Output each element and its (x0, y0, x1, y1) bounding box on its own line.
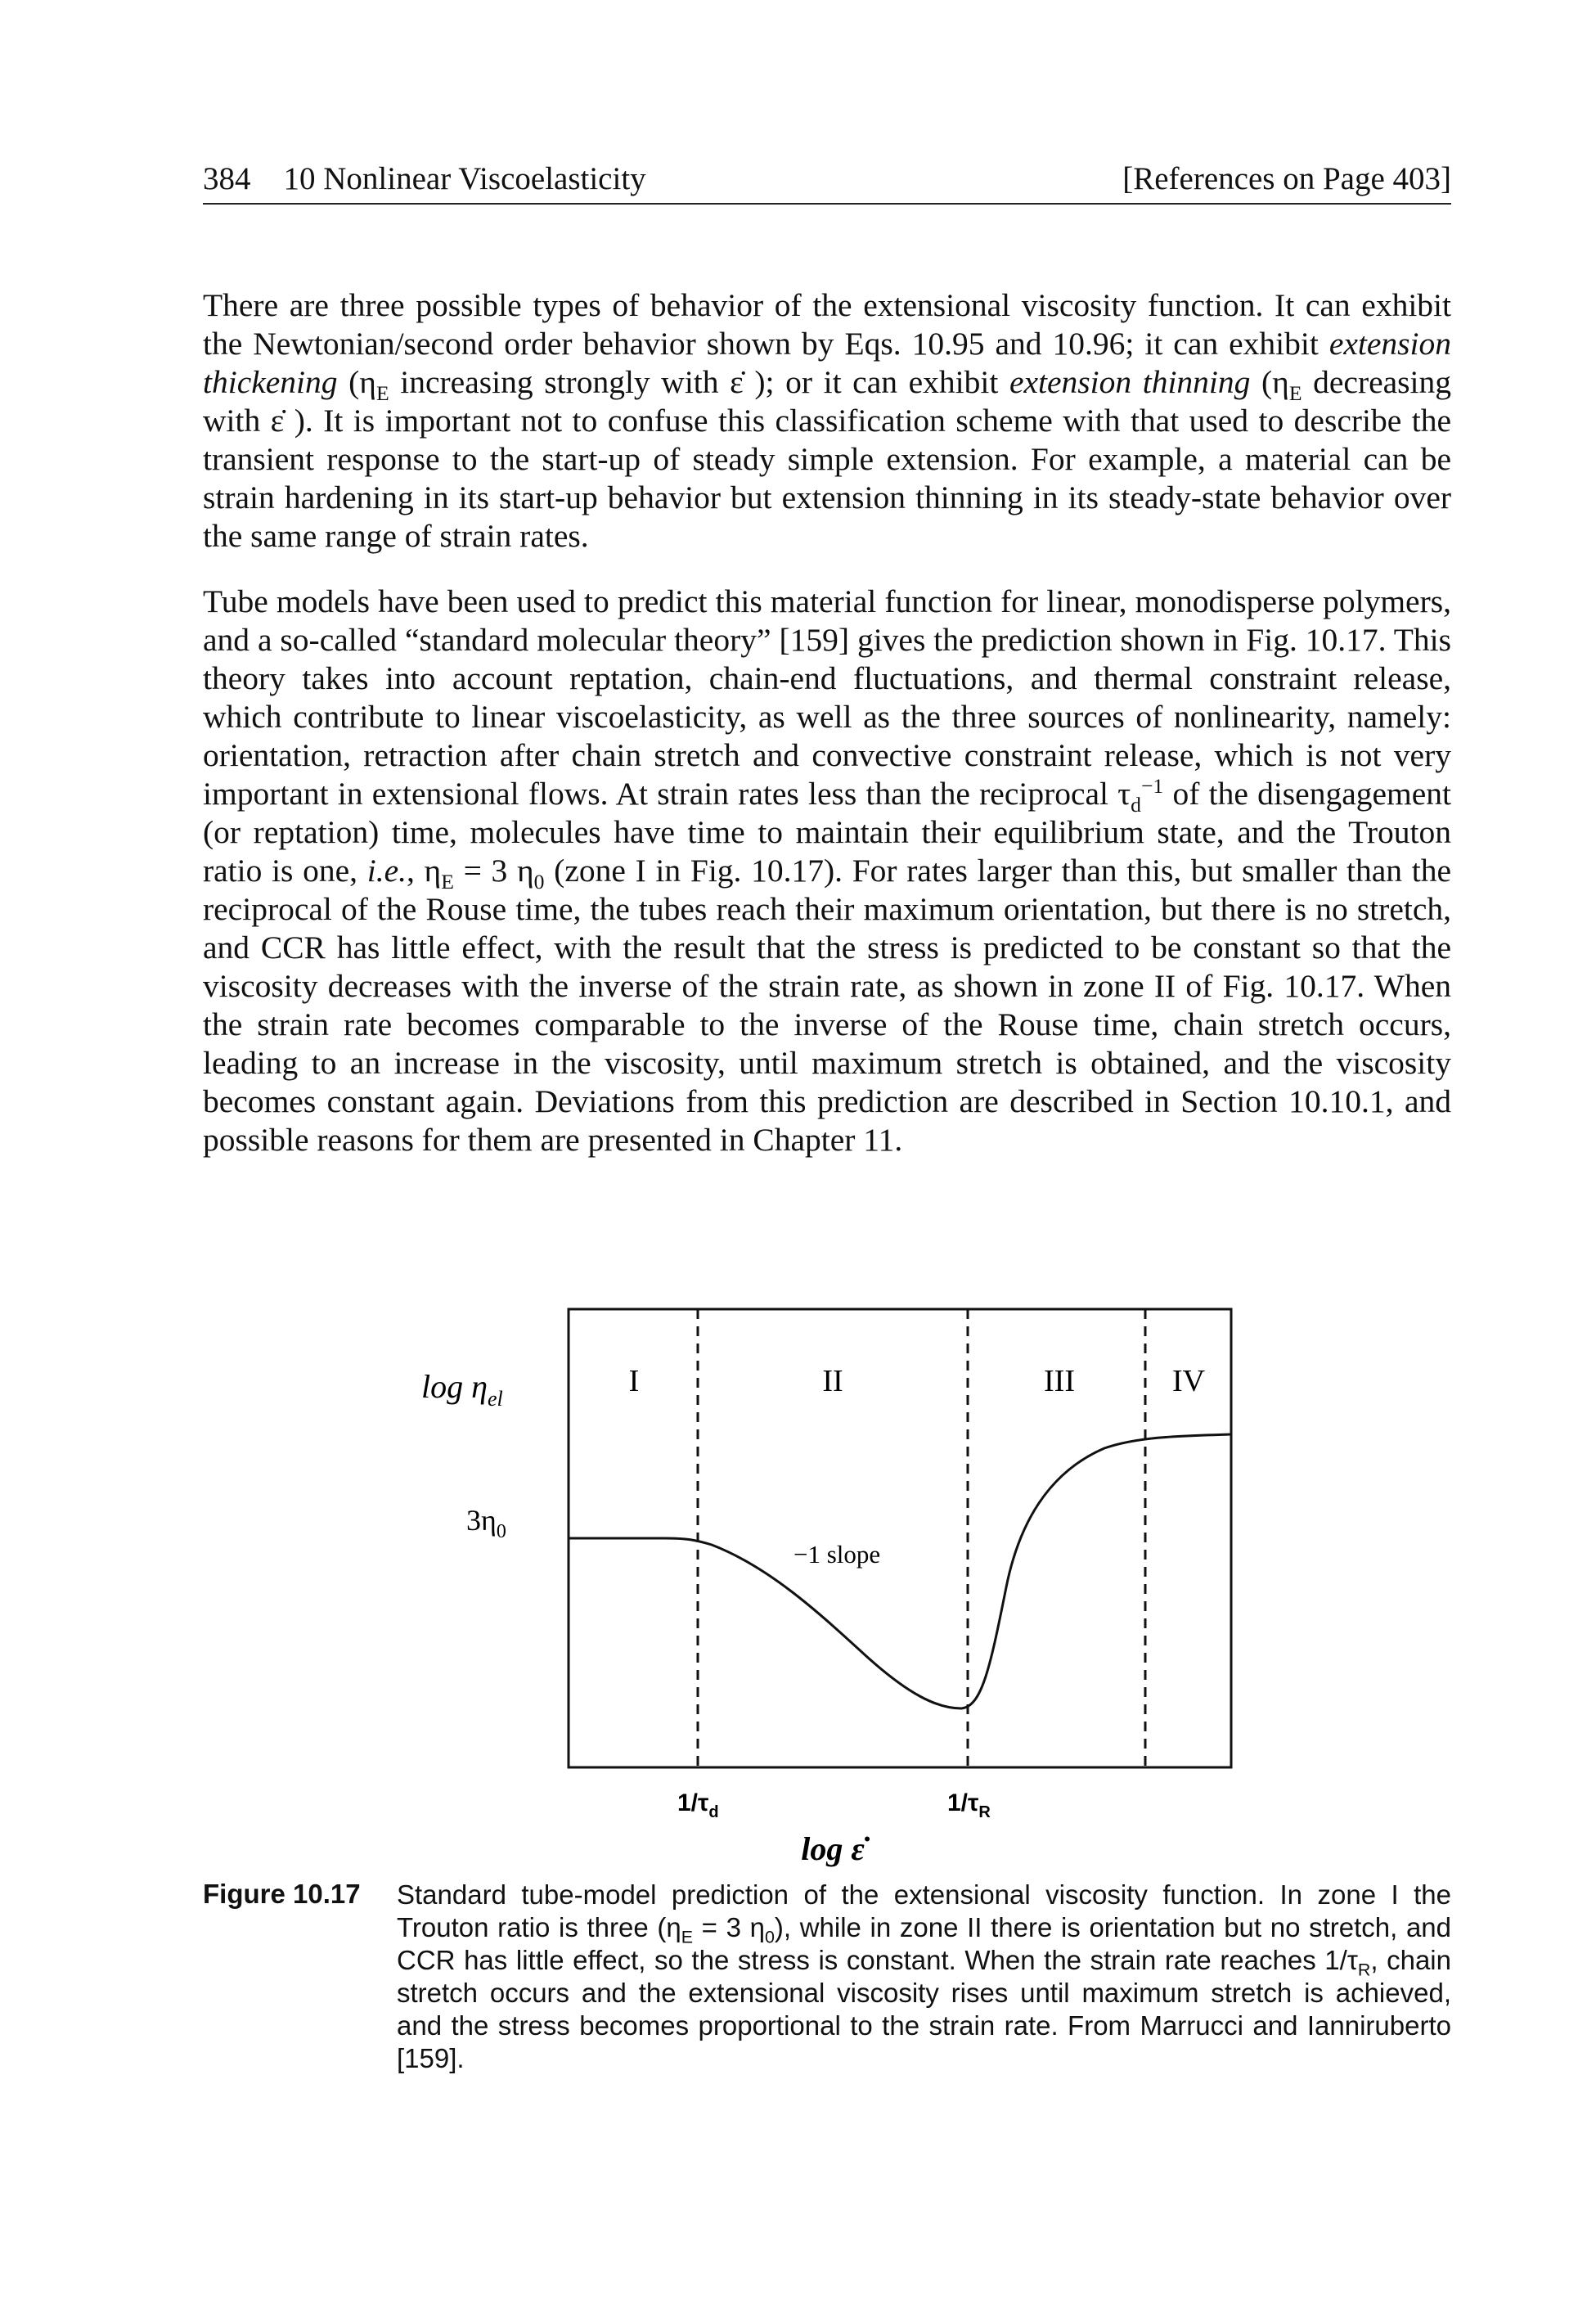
body-paragraph-1: There are three possible types of behavi… (203, 286, 1451, 556)
x-axis-label: log ε̇ (801, 1830, 870, 1867)
text-run: , η (406, 853, 442, 889)
viscosity-diagram: log ηel 3η0 I II III IV −1 slope 1/τd 1/… (421, 1308, 1233, 1867)
subscript: E (1288, 380, 1302, 405)
subscript: E (441, 869, 454, 893)
tick-label-1-over-taud: 1/τd (677, 1789, 719, 1821)
subscript: E (681, 1927, 694, 1947)
text-run: , chain stretch occurs and the extension… (397, 1945, 1451, 2073)
text-run: (η (337, 364, 376, 400)
zone-label-iii: III (1044, 1364, 1075, 1398)
chapter-title: 10 Nonlinear Viscoelasticity (283, 161, 646, 196)
running-header: 384 10 Nonlinear Viscoelasticity [Referen… (203, 160, 1451, 205)
viscosity-curve (569, 1433, 1232, 1710)
slope-label: −1 slope (794, 1540, 880, 1569)
caption-text: Standard tube-model prediction of the ex… (397, 1879, 1451, 2075)
text-run: (η (1250, 364, 1289, 400)
text-run: of the disengagement (or reptation) time… (203, 776, 1451, 889)
italic-term: extension thickening (203, 326, 1451, 400)
subscript: E (375, 380, 389, 405)
y-axis-label: log ηel (421, 1368, 503, 1411)
page-number: 384 (203, 161, 251, 196)
zone-label-ii: II (822, 1364, 843, 1398)
header-left: 384 10 Nonlinear Viscoelasticity (203, 160, 646, 197)
body-paragraph-2: Tube models have been used to predict th… (203, 583, 1451, 1159)
text-run: decreasing with ε̇ ). It is important no… (203, 364, 1452, 554)
text-run: There are three possible types of behavi… (203, 287, 1451, 362)
zone-label-iv: IV (1172, 1364, 1206, 1398)
italic-term: extension thinning (1009, 364, 1251, 400)
level-label: 3η0 (466, 1504, 506, 1542)
references-note: [References on Page 403] (1122, 161, 1451, 196)
tick-label-1-over-taur: 1/τR (947, 1789, 991, 1821)
text-run: Tube models have been used to predict th… (203, 583, 1451, 812)
text-run: increasing strongly with ε̇ ); or it can… (389, 364, 1009, 400)
text-run: = 3 η (693, 1912, 765, 1942)
zone-label-i: I (629, 1364, 640, 1398)
subscript: 0 (764, 1927, 775, 1947)
subscript: R (1357, 1960, 1371, 1980)
superscript: −1 (1140, 773, 1164, 798)
subscript: d (1131, 792, 1141, 817)
text-run: = 3 η (453, 853, 534, 889)
text-run: (zone I in Fig. 10.17). For rates larger… (203, 853, 1451, 1158)
text-run: Standard tube-model prediction of the ex… (397, 1879, 1451, 1942)
text-run: ), while in zone II there is orientation… (397, 1912, 1451, 1975)
subscript: 0 (533, 869, 545, 893)
figure-label: Figure 10.17 (203, 1879, 361, 1909)
italic-term: i.e. (366, 853, 407, 889)
figure-10-17: log ηel 3η0 I II III IV −1 slope 1/τd 1/… (360, 1285, 1276, 1882)
